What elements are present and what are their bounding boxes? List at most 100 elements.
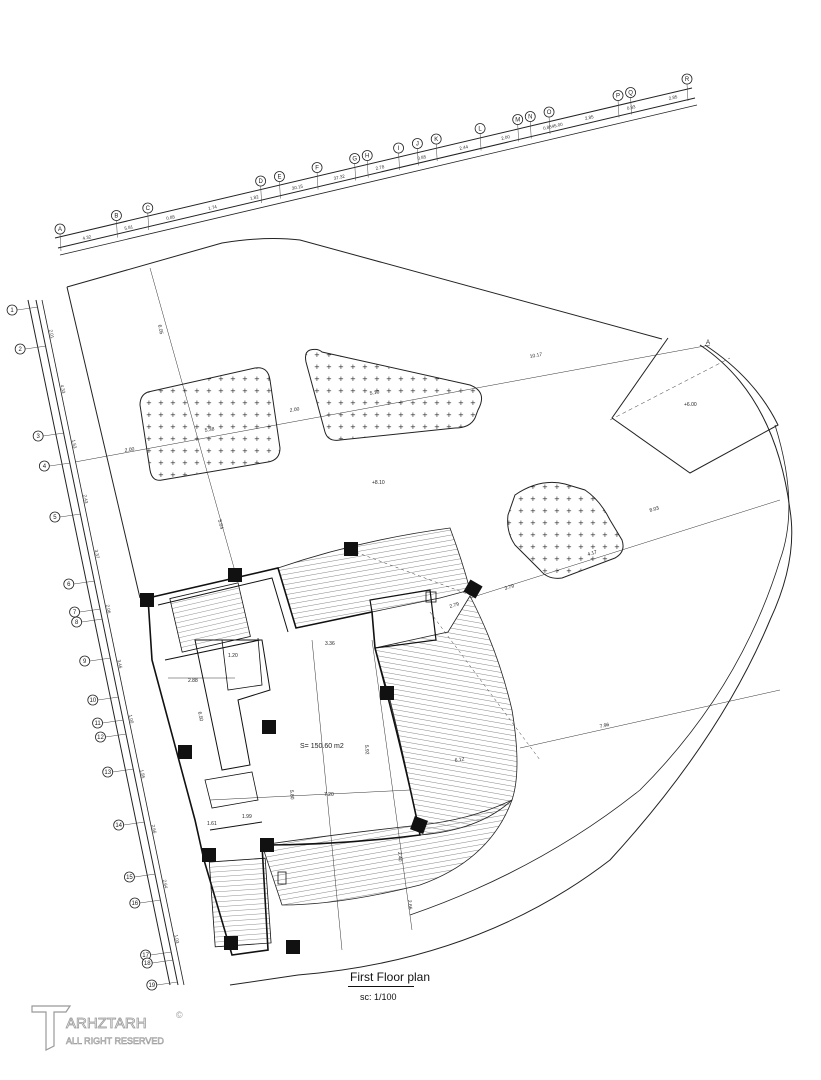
- grid-bubble-11: [92, 717, 103, 729]
- plan-dim-label: 6.50: [196, 711, 204, 722]
- top-dim-label: 5.81: [124, 224, 134, 231]
- plan-dim-label: 3.36: [325, 641, 335, 647]
- grid-bubble-A: [54, 223, 66, 235]
- grid-bubble-I: [393, 142, 404, 154]
- grid-bubble-L: [474, 123, 486, 134]
- building-plan: [140, 527, 518, 956]
- grid-label-F: F: [315, 166, 319, 172]
- left-dim-label: 3.46: [117, 659, 124, 669]
- grid-label-R: R: [685, 77, 690, 83]
- plan-dim-label: 5.38: [204, 426, 215, 434]
- terrace-south: [261, 799, 513, 906]
- level-label-1: +8.10: [372, 480, 385, 486]
- grid-label-E: E: [277, 175, 281, 181]
- grid-label-19: 19: [148, 983, 155, 989]
- top-dim-label: 2.78: [375, 164, 385, 171]
- top-dim-label: 2.85: [668, 94, 678, 101]
- plan-dim-label: 8.03: [649, 505, 660, 514]
- grid-bubble-M: [512, 114, 524, 125]
- grid-bubble-Q: [625, 87, 636, 98]
- grid-label-6: 6: [67, 582, 71, 588]
- grid-bubble-R: [681, 73, 693, 85]
- title-underline: [348, 986, 414, 987]
- left-dim-label: 2.06: [105, 604, 112, 614]
- grid-bubble-H: [361, 150, 373, 161]
- stair-south: [208, 857, 272, 948]
- site-boundary: [66, 238, 793, 986]
- top-dim-label: 4.32: [82, 234, 92, 241]
- grid-bubble-7: [69, 606, 80, 618]
- plan-dim-label: 6.05: [156, 324, 164, 335]
- grid-label-10: 10: [89, 698, 96, 704]
- grid-label-2: 2: [18, 347, 22, 353]
- plan-dim-label: 2.00: [124, 446, 135, 454]
- left-dim-label: 1.85: [139, 769, 146, 779]
- grid-bubble-2: [14, 343, 26, 355]
- planter-1: [139, 367, 281, 481]
- plan-dim-label: 1.61: [207, 821, 217, 827]
- planter-3: [507, 481, 624, 579]
- grid-bubble-E: [274, 171, 285, 182]
- left-dim-label: 1.00: [128, 714, 135, 724]
- grid-bubble-9: [79, 655, 91, 667]
- grid-label-5: 5: [53, 515, 57, 521]
- plan-dim-label: 2.40: [396, 852, 403, 862]
- left-dim-label: 2.64: [162, 879, 169, 889]
- grid-bubble-K: [430, 133, 442, 145]
- grid-bubble-F: [311, 162, 323, 173]
- grid-bubble-13: [102, 766, 114, 778]
- grid-label-L: L: [478, 127, 482, 133]
- planter-2: [305, 348, 483, 441]
- grid-label-9: 9: [83, 659, 87, 665]
- plan-labels: S= 150.60 m2 +8.10 +6.00 A 6.0510.172.00…: [124, 324, 710, 910]
- grid-bubble-14: [113, 819, 125, 831]
- top-dim-label: 0.8845.00: [543, 121, 564, 130]
- plan-dim-label: 5.92: [363, 745, 370, 755]
- left-dim-label: 2.43: [82, 494, 89, 504]
- grid-bubble-6: [63, 578, 75, 590]
- grid-bubble-12: [95, 731, 106, 743]
- area-label: S= 150.60 m2: [300, 743, 344, 750]
- grid-label-J: J: [416, 142, 419, 148]
- plan-dim-label: 4.17: [587, 549, 598, 558]
- section-marker: A: [706, 340, 710, 346]
- grid-bubble-O: [543, 106, 555, 118]
- top-dim-label: 0.85: [417, 154, 427, 161]
- left-dim-label: 4.33: [60, 384, 67, 394]
- grid-label-1: 1: [10, 308, 14, 314]
- grid-label-18: 18: [144, 961, 151, 967]
- grid-label-11: 11: [94, 721, 101, 727]
- left-dim-label: 3.37: [94, 549, 101, 559]
- grid-label-N: N: [528, 115, 532, 121]
- grid-label-K: K: [434, 137, 438, 143]
- drawing-scale: sc: 1/100: [360, 992, 397, 1002]
- plan-dim-label: 7.96: [599, 722, 610, 730]
- grid-label-G: G: [352, 157, 357, 163]
- left-dim-label: 1.03: [173, 934, 180, 944]
- top-dim-label: 0.83: [626, 104, 636, 111]
- grid-bubble-4: [38, 460, 50, 472]
- plan-dim-label: 2.88: [188, 678, 198, 684]
- plan-dim-label: 5.10: [369, 389, 380, 397]
- grid-label-P: P: [616, 94, 620, 100]
- plan-dim-label: 10.17: [529, 352, 543, 360]
- grid-bubble-3: [32, 430, 44, 442]
- drawing-title: First Floor plan: [350, 970, 431, 984]
- plan-dim-label: 5.04: [216, 519, 224, 530]
- plan-dim-label: 1.20: [228, 653, 238, 659]
- grid-label-7: 7: [73, 610, 77, 616]
- plan-dim-label: 2.66: [406, 900, 413, 910]
- grid-label-Q: Q: [628, 91, 633, 97]
- plan-dim-label: 2.00: [289, 406, 300, 414]
- watermark-copyright: ©: [176, 1010, 183, 1020]
- plan-dim-label: 3.79: [504, 583, 515, 592]
- plan-dim-label: 2.79: [449, 601, 460, 610]
- grid-label-B: B: [114, 214, 118, 220]
- grid-bubble-15: [124, 871, 135, 883]
- grid-bubble-5: [49, 511, 61, 523]
- grid-bubble-J: [411, 138, 423, 149]
- grid-label-A: A: [58, 227, 62, 233]
- grid-bubble-18: [141, 957, 153, 969]
- stair-north: [169, 582, 251, 653]
